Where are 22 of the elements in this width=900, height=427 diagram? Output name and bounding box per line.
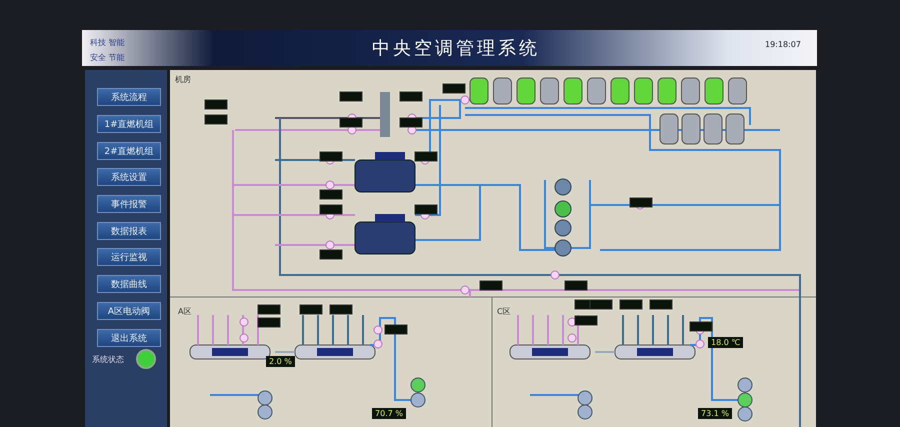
value-readout: 73.1 % [698,408,732,419]
page-title: 中央空调管理系统 [372,37,540,60]
menu-button: 系统设置 [97,168,161,186]
menu-button: 运行监视 [97,248,161,266]
value-readout: 2.0 % [266,356,295,367]
menu-button: 2#直燃机组 [97,142,161,160]
menu-button: 数据曲线 [97,275,161,293]
menu-button: A区电动阀 [97,302,161,320]
clock-time: 19:18:07 [765,40,801,49]
header-slogan: 安全 节能 [90,52,125,63]
menu-button: 系统流程 [97,88,161,106]
menu-button: 1#直燃机组 [97,115,161,133]
area-label: 机房 [175,74,191,85]
menu-button: 退出系统 [97,329,161,347]
menu-button: 事件报警 [97,195,161,213]
value-readout: 18.0 ℃ [708,337,744,348]
header-slogan: 科技 智能 [90,37,125,48]
area-label: C区 [497,306,511,317]
area-label: A区 [178,306,192,317]
menu-button: 数据报表 [97,222,161,240]
status-label: 系统状态 [92,354,124,365]
value-readout: 70.7 % [372,408,406,419]
